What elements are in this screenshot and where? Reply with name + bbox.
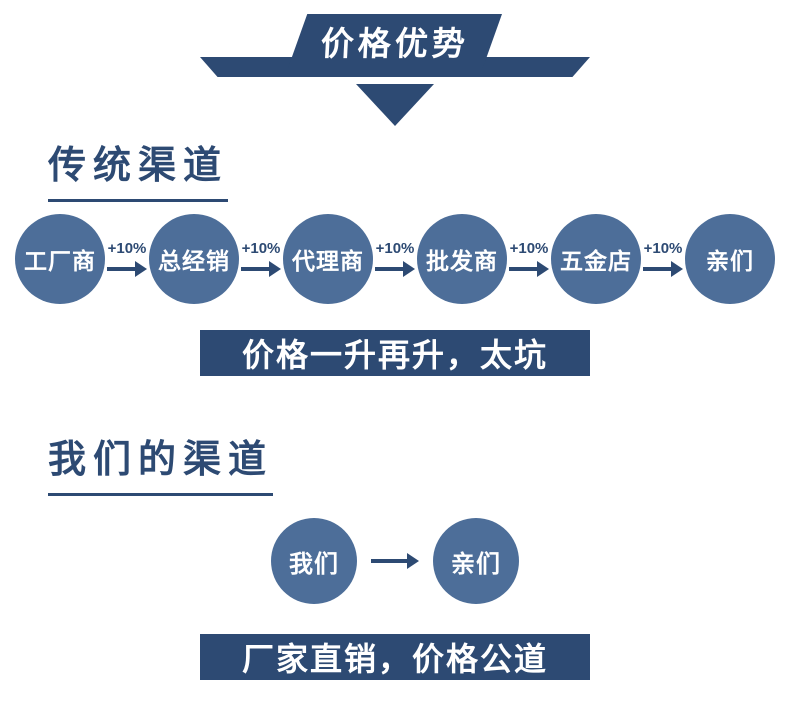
- flow-step: +10%: [643, 240, 683, 278]
- channel-node-hardware-store: 五金店: [551, 214, 641, 304]
- down-arrow-icon: [356, 84, 434, 126]
- flow-step: +10%: [241, 240, 281, 278]
- channel-node-us: 我们: [271, 518, 357, 604]
- markup-label: +10%: [107, 240, 147, 257]
- channel-node-customers: 亲们: [685, 214, 775, 304]
- flow-step: +10%: [509, 240, 549, 278]
- right-arrow-icon: [643, 260, 683, 278]
- right-arrow-icon: [241, 260, 281, 278]
- right-arrow-icon: [107, 260, 147, 278]
- markup-label: +10%: [643, 240, 683, 257]
- our-channel-heading: 我们的渠道: [48, 428, 274, 496]
- channel-node-agent: 代理商: [283, 214, 373, 304]
- price-advantage-banner: 价格优势: [288, 14, 502, 68]
- channel-node-distributor: 总经销: [149, 214, 239, 304]
- our-channel-caption: 厂家直销，价格公道: [200, 634, 590, 680]
- traditional-channel-heading: 传统渠道: [48, 134, 229, 202]
- right-arrow-icon: [375, 260, 415, 278]
- markup-label: +10%: [241, 240, 281, 257]
- traditional-channel-caption: 价格一升再升，太坑: [200, 330, 590, 376]
- channel-node-customers: 亲们: [433, 518, 519, 604]
- traditional-channel-flow: 工厂商 +10% 总经销 +10% 代理商 +10% 批发商 +10% 五金店 …: [0, 214, 790, 304]
- markup-label: +10%: [375, 240, 415, 257]
- our-channel-flow: 我们 亲们: [0, 518, 790, 604]
- right-arrow-icon: [371, 552, 419, 570]
- right-arrow-icon: [509, 260, 549, 278]
- channel-node-factory: 工厂商: [15, 214, 105, 304]
- flow-step: +10%: [107, 240, 147, 278]
- markup-label: +10%: [509, 240, 549, 257]
- channel-node-wholesaler: 批发商: [417, 214, 507, 304]
- flow-step: +10%: [375, 240, 415, 278]
- banner-title: 价格优势: [319, 25, 470, 62]
